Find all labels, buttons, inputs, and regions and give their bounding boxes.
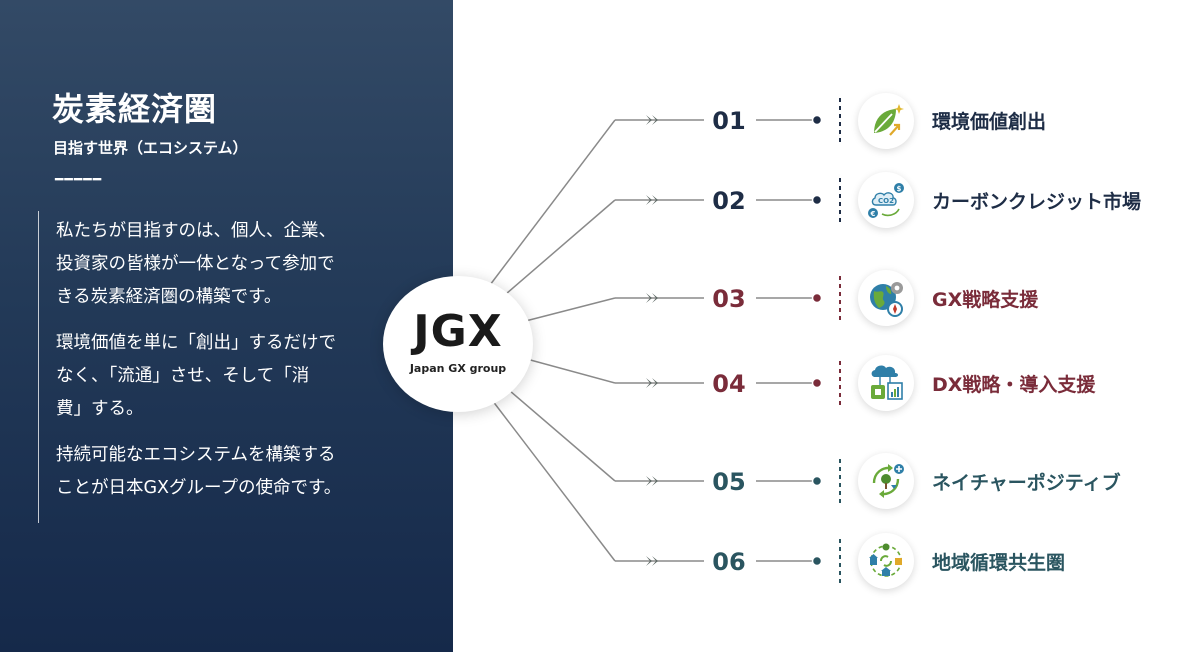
- connector-dot: [811, 114, 823, 126]
- item-label: 環境価値創出: [932, 111, 1047, 133]
- svg-text:$: $: [897, 185, 902, 193]
- chevron-right-icon: [652, 378, 658, 388]
- logo-mark: JGX: [413, 306, 503, 357]
- branch-line: [498, 199, 616, 301]
- ecosystem-panel: [453, 0, 1200, 652]
- cloud-chip-chart-icon: [858, 355, 914, 411]
- item-number: 01: [712, 107, 746, 135]
- item-number: 06: [712, 548, 746, 576]
- intro-paragraph: 持続可能なエコシステムを構築する ことが日本GXグループの使命です。: [56, 445, 342, 498]
- item-label: ネイチャーポジティブ: [932, 472, 1121, 494]
- intro-paragraph: 私たちが目指すのは、個人、企業、 投資家の皆様が一体となって参加で きる炭素経済…: [56, 221, 336, 307]
- item-number: 04: [712, 370, 746, 398]
- globe-gear-compass-icon: [858, 270, 914, 326]
- title-underline: ━━━━━: [55, 172, 103, 188]
- intro-text-block: 私たちが目指すのは、個人、企業、 投資家の皆様が一体となって参加で きる炭素経済…: [38, 211, 398, 523]
- chevron-right-icon: [646, 378, 652, 388]
- connector-dot: [811, 292, 823, 304]
- page-subtitle: 目指す世界（エコシステム）: [53, 139, 248, 157]
- chevron-right-icon: [646, 476, 652, 486]
- svg-text:€: €: [870, 210, 876, 218]
- jgx-logo: JGX Japan GX group: [383, 276, 533, 412]
- logo-tagline: Japan GX group: [409, 362, 507, 375]
- item-label: GX戦略支援: [932, 289, 1039, 311]
- item-number: 03: [712, 285, 746, 313]
- nature-cycle-icon: [858, 453, 914, 509]
- branch-line: [491, 399, 616, 562]
- chevron-right-icon: [652, 293, 658, 303]
- co2-exchange-icon: CO2 $ €: [858, 172, 914, 228]
- connector-dot: [811, 194, 823, 206]
- chevron-right-icon: [652, 476, 658, 486]
- chevron-right-icon: [646, 293, 652, 303]
- chevron-right-icon: [652, 195, 658, 205]
- connector-dot: [811, 377, 823, 389]
- connector-dot: [811, 475, 823, 487]
- community-recycle-icon: [858, 533, 914, 589]
- branch-line: [502, 384, 616, 482]
- svg-text:CO2: CO2: [878, 197, 894, 205]
- branch-line: [489, 119, 616, 286]
- page-title: 炭素経済圏: [52, 90, 218, 128]
- chevron-right-icon: [652, 115, 658, 125]
- connector-dot: [811, 555, 823, 567]
- chevron-right-icon: [646, 195, 652, 205]
- item-label: DX戦略・導入支援: [932, 374, 1096, 396]
- item-number: 05: [712, 468, 746, 496]
- intro-panel: 炭素経済圏 目指す世界（エコシステム） ━━━━━ 私たちが目指すのは、個人、企…: [0, 0, 453, 652]
- item-label: カーボンクレジット市場: [932, 191, 1142, 213]
- chevron-right-icon: [646, 556, 652, 566]
- item-label: 地域循環共生圏: [932, 552, 1066, 574]
- item-number: 02: [712, 187, 746, 215]
- chevron-right-icon: [646, 115, 652, 125]
- chevron-right-icon: [652, 556, 658, 566]
- leaf-growth-icon: [858, 93, 914, 149]
- intro-paragraph: 環境価値を単に「創出」するだけで なく、「流通」させ、そして「消 費」する。: [56, 333, 336, 419]
